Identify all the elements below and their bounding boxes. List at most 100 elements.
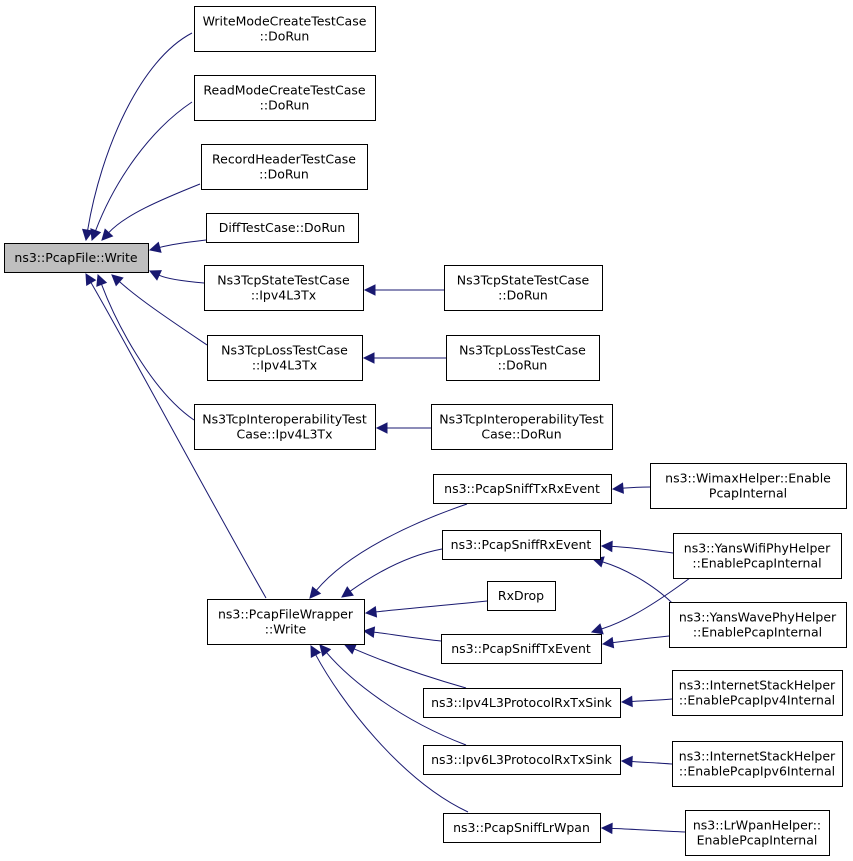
node-layer: ns3::PcapFile::Write WriteModeCreateTestC…: [4, 6, 847, 856]
node-label-line: ns3::Ipv4L3ProtocolRxTxSink: [431, 695, 613, 710]
edge-line: [353, 648, 467, 689]
node-label-line: ns3::PcapSniffTxRxEvent: [444, 481, 600, 496]
node-yanswifi[interactable]: ns3::YansWifiPhyHelper::EnablePcapIntern…: [673, 533, 842, 579]
node-label-line: ns3::PcapSniffRxEvent: [451, 537, 592, 552]
node-label-line: Ns3TcpInteroperabilityTest: [202, 412, 367, 427]
edge-lrhelper-to-lrwpan: [600, 822, 686, 835]
edge-tx-to-wrap: [362, 626, 442, 642]
node-st[interactable]: Ns3TcpStateTestCase::Ipv4L3Tx: [204, 265, 364, 311]
edge-line: [158, 274, 205, 284]
edge-line: [349, 548, 443, 592]
edge-yanswave-to-rx: [591, 556, 676, 607]
node-label-line: ::Ipv4L3Tx: [251, 288, 316, 303]
node-label-line: ::DoRun: [259, 167, 309, 182]
edge-txrx-to-wrap: [309, 503, 468, 599]
node-box: [444, 265, 603, 311]
edge-wimax-to-txrx: [611, 482, 651, 494]
node-wrap[interactable]: ns3::PcapFileWrapper::Write: [207, 599, 365, 645]
node-box: [423, 745, 621, 775]
node-loss-run[interactable]: Ns3TcpLossTestCase::DoRun: [446, 335, 600, 381]
node-label-line: ns3::YansWifiPhyHelper: [684, 541, 831, 556]
arrowhead: [601, 636, 615, 649]
arrowhead: [343, 643, 357, 655]
node-ish6[interactable]: ns3::InternetStackHelper::EnablePcapIpv6…: [672, 741, 843, 787]
arrowhead: [148, 241, 162, 253]
node-box: [206, 213, 359, 243]
edge-line: [119, 281, 208, 346]
node-box: [446, 335, 600, 381]
edge-line: [611, 545, 674, 554]
node-box: [194, 404, 376, 450]
node-lrhelper[interactable]: ns3::LrWpanHelper::EnablePcapInternal: [685, 810, 830, 856]
edge-line: [159, 239, 207, 248]
node-ipv4[interactable]: ns3::Ipv4L3ProtocolRxTxSink: [423, 688, 621, 718]
edge-line: [631, 698, 673, 702]
node-rx[interactable]: ns3::PcapSniffRxEvent: [442, 530, 601, 560]
arrowhead: [319, 644, 332, 657]
node-label-line: Case::Ipv4L3Tx: [237, 427, 333, 442]
edge-drop-to-wrap: [364, 600, 488, 618]
node-yanswave[interactable]: ns3::YansWavePhyHelper::EnablePcapIntern…: [669, 602, 847, 648]
edge-st_run-to-st: [363, 284, 444, 296]
arrowhead: [111, 274, 124, 287]
node-label-line: Ns3TcpStateTestCase: [457, 273, 590, 288]
node-box: [673, 533, 842, 579]
edge-interop-to-root: [96, 273, 195, 421]
arrowhead: [620, 755, 633, 768]
node-box: [433, 474, 612, 504]
node-box: [672, 741, 843, 787]
edge-line: [101, 284, 195, 421]
node-diff[interactable]: DiffTestCase::DoRun: [206, 213, 359, 243]
arrowhead: [310, 645, 322, 658]
edge-lrwpan-to-wrap: [310, 645, 469, 813]
node-label-line: ns3::PcapSniffLrWpan: [453, 820, 590, 835]
node-label-line: ::EnablePcapInternal: [693, 625, 822, 640]
node-lrwpan[interactable]: ns3::PcapSniffLrWpan: [443, 813, 601, 843]
node-box: [442, 530, 601, 560]
edge-wm-to-root: [81, 32, 193, 242]
node-label-line: ReadModeCreateTestCase: [203, 83, 366, 98]
node-st-run[interactable]: Ns3TcpStateTestCase::DoRun: [444, 265, 603, 311]
arrowhead: [309, 586, 322, 599]
node-label-line: ns3::YansWavePhyHelper: [679, 610, 837, 625]
edge-loss-to-root: [111, 274, 208, 346]
node-loss[interactable]: Ns3TcpLossTestCase::Ipv4L3Tx: [207, 335, 363, 381]
node-box: [431, 404, 613, 450]
node-root[interactable]: ns3::PcapFile::Write: [4, 243, 149, 273]
arrowhead: [600, 822, 613, 835]
node-box: [669, 602, 847, 648]
edge-ipv6-to-wrap: [319, 644, 467, 746]
edge-line: [90, 282, 267, 599]
node-ish4[interactable]: ns3::InternetStackHelper::EnablePcapIpv4…: [672, 670, 843, 716]
edge-interop_run-to-interop: [375, 422, 431, 434]
edge-ish4-to-ipv4: [620, 695, 673, 708]
node-rm[interactable]: ReadModeCreateTestCase::DoRun: [194, 75, 376, 121]
node-rh[interactable]: RecordHeaderTestCase::DoRun: [201, 144, 368, 190]
edge-line: [611, 827, 686, 833]
arrowhead: [375, 422, 388, 434]
edge-line: [316, 503, 468, 591]
edge-loss_run-to-loss: [362, 352, 446, 364]
arrowhead: [85, 273, 97, 286]
arrowhead: [611, 482, 624, 494]
node-wm[interactable]: WriteModeCreateTestCase::DoRun: [194, 6, 376, 52]
edge-line: [373, 631, 442, 642]
node-txrx[interactable]: ns3::PcapSniffTxRxEvent: [433, 474, 612, 504]
node-label-line: ::DoRun: [498, 358, 548, 373]
edge-st-to-root: [148, 270, 205, 284]
node-label-line: ns3::InternetStackHelper: [679, 678, 836, 693]
edge-yanswifi-to-tx: [590, 577, 691, 635]
node-label-line: ns3::PcapFileWrapper: [218, 607, 354, 622]
node-ipv6[interactable]: ns3::Ipv6L3ProtocolRxTxSink: [423, 745, 621, 775]
node-label-line: ns3::LrWpanHelper::: [693, 818, 821, 833]
node-drop[interactable]: RxDrop: [487, 581, 556, 611]
node-label-line: ::Write: [265, 622, 307, 637]
node-label-line: PcapInternal: [709, 486, 787, 501]
node-wimax[interactable]: ns3::WimaxHelper::EnablePcapInternal: [650, 463, 847, 509]
node-tx[interactable]: ns3::PcapSniffTxEvent: [441, 634, 602, 664]
node-label-line: RecordHeaderTestCase: [212, 152, 356, 167]
edge-line: [326, 652, 467, 746]
